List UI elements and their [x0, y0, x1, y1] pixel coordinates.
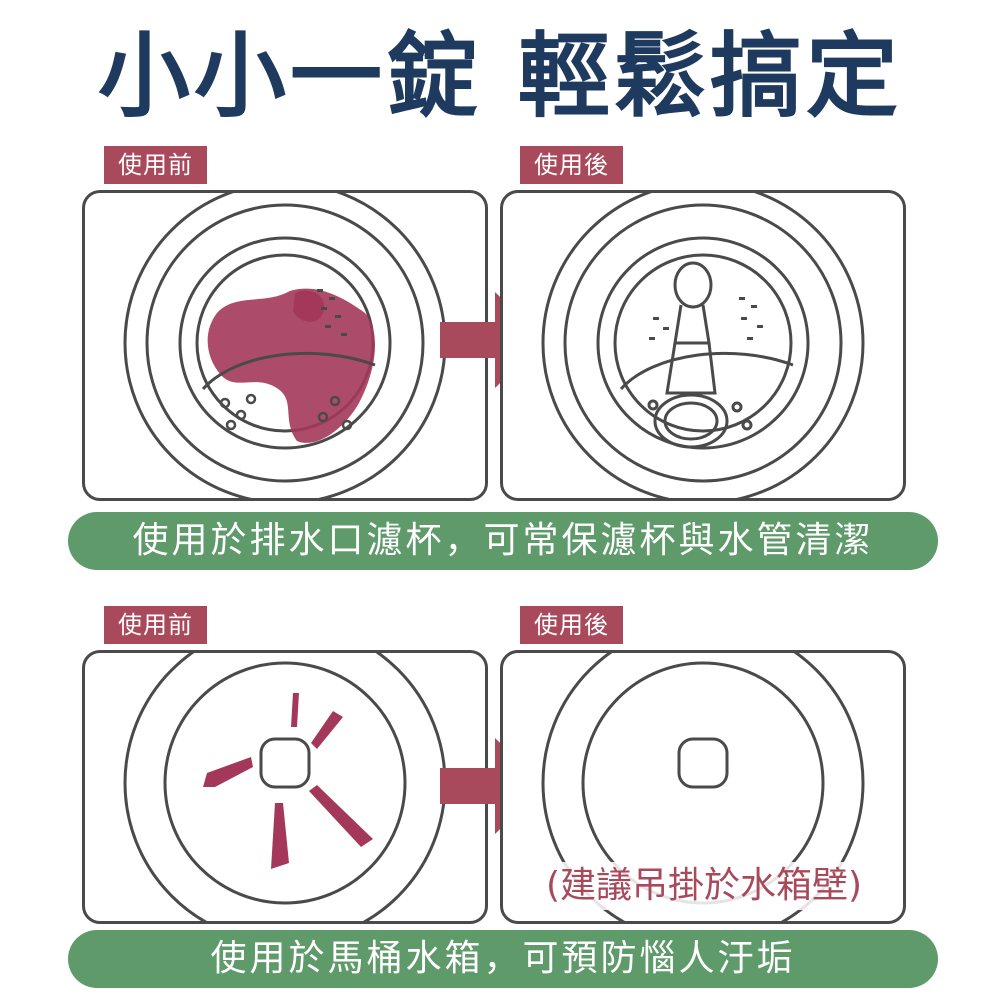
toilet-before-panel	[82, 650, 488, 924]
drain-after-panel	[500, 190, 906, 501]
after-tag-2: 使用後	[520, 606, 623, 644]
before-tag-1: 使用前	[104, 146, 207, 184]
before-tag-2: 使用前	[104, 606, 207, 644]
headline: 小小一錠 輕鬆搞定	[97, 23, 903, 130]
after-tag-1: 使用後	[520, 146, 623, 184]
drain-after-illustration	[541, 193, 865, 498]
drain-before-illustration	[123, 193, 447, 498]
toilet-before-illustration	[123, 653, 447, 921]
caption-banner-1: 使用於排水口濾杯，可常保濾杯與水管清潔	[68, 512, 938, 570]
hanging-tip-note: (建議吊掛於水箱壁)	[512, 862, 896, 910]
drain-before-panel	[82, 190, 488, 501]
caption-banner-2: 使用於馬桶水箱，可預防惱人汙垢	[68, 930, 938, 988]
